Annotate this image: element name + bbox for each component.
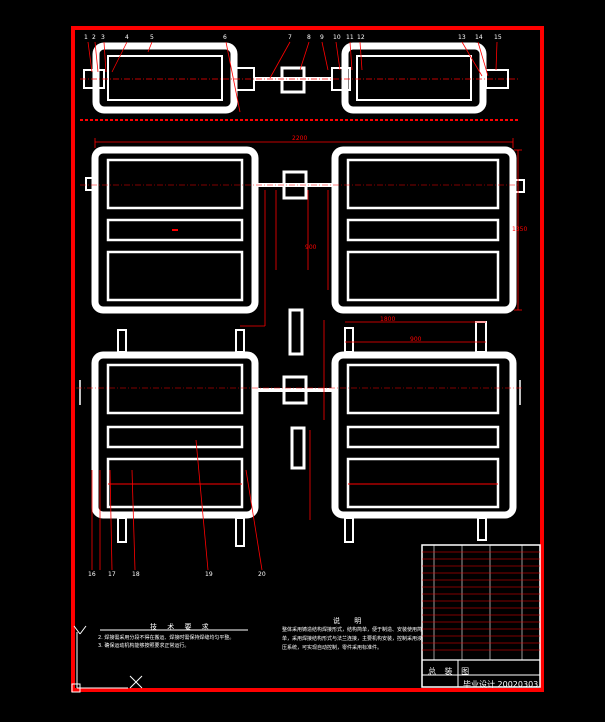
title-block xyxy=(421,544,541,688)
dim-center-gap: 900 xyxy=(305,244,317,251)
part-label-4: 4 xyxy=(125,34,129,41)
ucs-icon xyxy=(71,625,143,693)
tech-requirement-item: 2. 焊接需采用分段不得在搬运、焊接时需保持焊缝均匀平整。 xyxy=(98,635,235,641)
tech-requirement-item: 3. 确保运动机构能够按照要求正常运行。 xyxy=(98,643,190,649)
title-block-rows xyxy=(422,551,540,651)
part-label-18: 18 xyxy=(132,571,140,578)
part-label-3: 3 xyxy=(101,34,105,41)
part-label-1: 1 xyxy=(84,34,88,41)
part-label-20: 20 xyxy=(258,571,266,578)
part-label-12: 12 xyxy=(357,34,365,41)
part-label-10: 10 xyxy=(333,34,341,41)
drawing-school-number: 毕业设计 20020303 xyxy=(463,680,539,689)
part-label-15: 15 xyxy=(494,34,502,41)
middle-plan-view xyxy=(85,146,525,356)
part-label-8: 8 xyxy=(307,34,311,41)
drawing-name: 总 装 图 xyxy=(428,667,473,676)
lower-plan-view xyxy=(79,321,521,547)
part-label-2: 2 xyxy=(92,34,96,41)
dim-right-height: 1350 xyxy=(512,226,528,233)
part-label-16: 16 xyxy=(88,571,96,578)
top-elevation-view xyxy=(80,42,520,121)
tech-requirements-title: 技 术 要 求 xyxy=(150,623,213,631)
description-body: 整体采用铸造结构焊接形式，结构简单，便于制造、安装使用简单，采用焊接结构形式与法… xyxy=(282,627,423,651)
part-label-5: 5 xyxy=(150,34,154,41)
middle-red-details xyxy=(80,138,522,327)
top-leader-lines xyxy=(87,41,498,113)
tech-requirements-list: 2. 焊接需采用分段不得在搬运、焊接时需保持焊缝均匀平整。 3. 确保运动机构能… xyxy=(98,634,234,650)
description-title: 说 明 xyxy=(333,617,368,625)
dim-overall-width: 2200 xyxy=(292,135,308,142)
dim-lower-span: 1800 xyxy=(380,316,396,323)
dim-lower-span-inner: 900 xyxy=(410,336,422,343)
part-label-17: 17 xyxy=(108,571,116,578)
part-label-9: 9 xyxy=(320,34,324,41)
lower-red-details xyxy=(76,320,524,571)
part-label-7: 7 xyxy=(288,34,292,41)
part-label-19: 19 xyxy=(205,571,213,578)
part-label-11: 11 xyxy=(346,34,354,41)
part-label-14: 14 xyxy=(475,34,483,41)
drawing-frame xyxy=(71,26,544,692)
part-label-6: 6 xyxy=(223,34,227,41)
part-label-13: 13 xyxy=(458,34,466,41)
